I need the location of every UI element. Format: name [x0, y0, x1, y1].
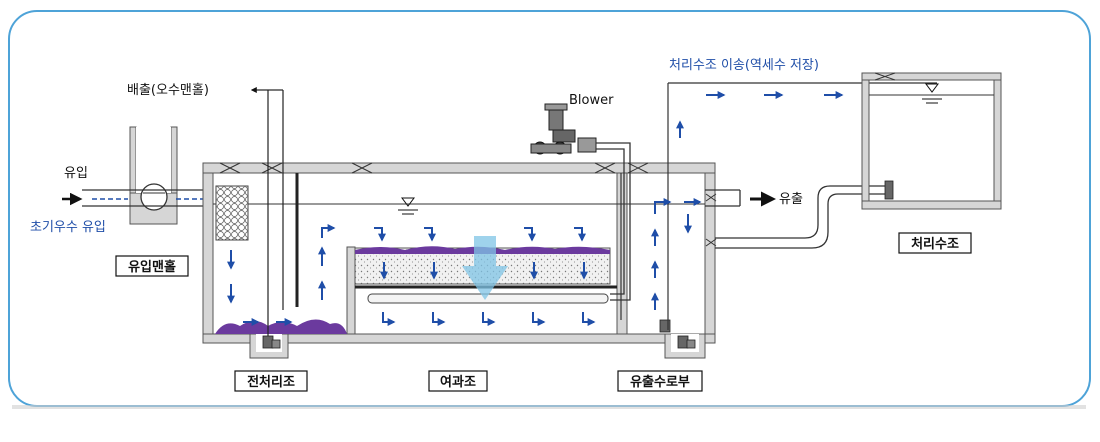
- transfer-pipe: [667, 82, 937, 330]
- water-level-symbol: [922, 83, 942, 104]
- unit-label-box: 전처리조: [234, 370, 308, 392]
- water-level-symbol: [398, 197, 418, 215]
- pump-icon: [262, 90, 281, 349]
- inflow-manhole: [129, 126, 178, 225]
- discharge-label: 배출(오수맨홀): [127, 83, 209, 98]
- unit-label-box: 유입맨홀: [115, 255, 189, 277]
- pretreatment-tank-label: 전처리조: [247, 374, 295, 390]
- initial-rain-inflow-label: 초기우수 유입: [30, 220, 106, 235]
- pump-icon: [659, 319, 696, 349]
- outflow-label: 유출: [779, 192, 803, 207]
- backwash-arrow: [462, 236, 508, 300]
- bypass-pipe: [705, 185, 890, 249]
- unit-label-box: 유출수로부: [617, 370, 703, 392]
- outflow-pipe: [705, 189, 776, 207]
- frame-shadow: [12, 405, 1086, 409]
- treated-water-tank-structure: [861, 72, 1002, 210]
- discharge-line: [250, 87, 284, 310]
- filter-tank-label: 여과조: [440, 374, 476, 390]
- sludge-layer: [215, 319, 347, 334]
- unit-label-box: 여과조: [428, 370, 488, 392]
- inflow-pipe: [62, 189, 210, 207]
- blower-icon: [530, 103, 597, 155]
- treated-water-tank-label: 처리수조: [911, 236, 959, 252]
- flow-arrows: [227, 91, 844, 326]
- transfer-label: 처리수조 이송(역세수 저장): [669, 58, 819, 73]
- screen-basket: [215, 185, 249, 241]
- outflow-pump-section-label: 유출수로부: [630, 374, 690, 390]
- inflow-label: 유입: [64, 166, 88, 181]
- blower-label: Blower: [569, 93, 614, 108]
- inflow-manhole-label: 유입맨홀: [128, 259, 176, 275]
- unit-label-box: 처리수조: [898, 232, 972, 254]
- air-pipe: [596, 142, 631, 301]
